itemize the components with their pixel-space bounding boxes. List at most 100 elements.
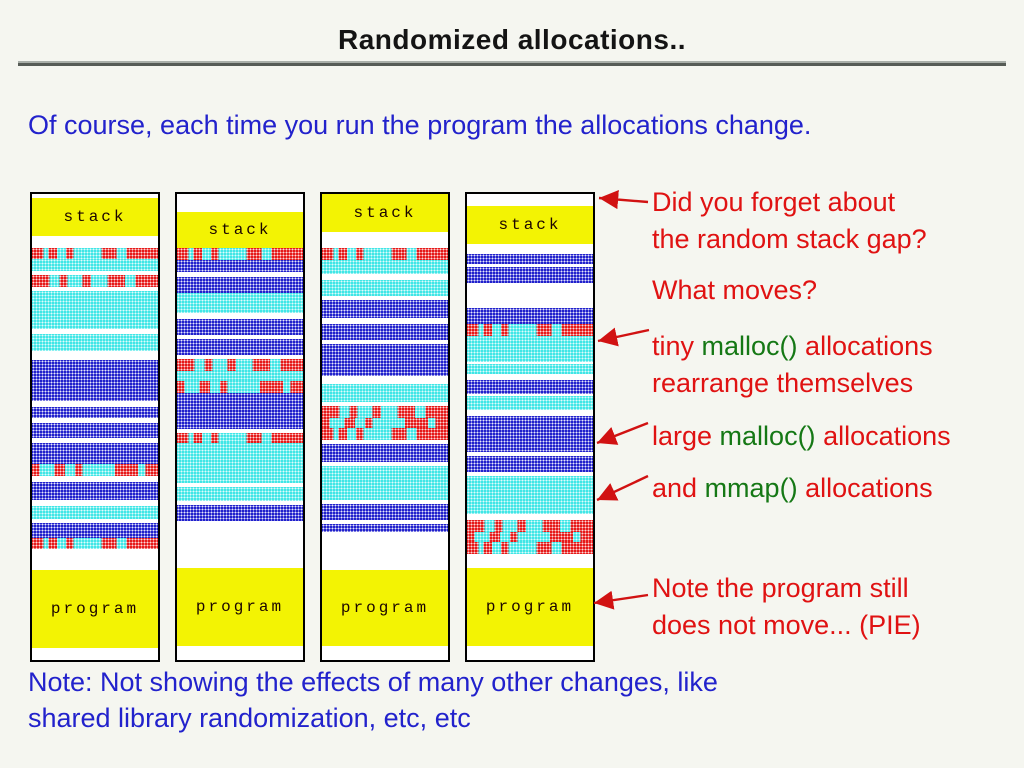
- band-gap: [322, 274, 448, 280]
- annotation-line: and mmap() allocations: [652, 470, 933, 507]
- large-malloc-arrow: [596, 421, 649, 445]
- band-tiny2: [32, 275, 158, 287]
- annotation-mmap: and mmap() allocations: [652, 470, 933, 507]
- band-navy: [322, 344, 448, 376]
- band-gap: [322, 440, 448, 444]
- program-label: program: [485, 598, 575, 616]
- band-navy: [467, 254, 593, 264]
- band-cyan: [177, 443, 303, 483]
- band-gap: [177, 313, 303, 319]
- annotation-line: tiny malloc() allocations: [652, 328, 933, 365]
- annotation-line: the random stack gap?: [652, 221, 927, 258]
- annotation-large-malloc: large malloc() allocations: [652, 418, 951, 455]
- band-gap: [322, 340, 448, 344]
- band-program: program: [322, 570, 448, 646]
- band-navy: [177, 319, 303, 335]
- band-cyan: [322, 260, 448, 274]
- annotation-text: allocations: [797, 331, 933, 361]
- annotation-text: malloc(): [719, 421, 816, 451]
- band-gap: [467, 362, 593, 364]
- band-cyan: [32, 334, 158, 351]
- band-tiny1: [322, 248, 448, 260]
- annotation-text: does not move... (PIE): [652, 610, 921, 640]
- band-gap: [322, 296, 448, 300]
- stack-label: stack: [498, 216, 562, 234]
- annotation-line: Note the program still: [652, 570, 921, 607]
- annotation-text: the random stack gap?: [652, 224, 927, 254]
- band-gap: [32, 329, 158, 334]
- annotation-text: tiny: [652, 331, 702, 361]
- annotation-text: rearrange themselves: [652, 368, 914, 398]
- band-gap: [177, 521, 303, 568]
- annotation-text: mmap(): [704, 473, 798, 503]
- annotation-text: and: [652, 473, 705, 503]
- band-cyan: [467, 336, 593, 362]
- band-gap: [177, 355, 303, 359]
- band-gap: [177, 335, 303, 339]
- band-navy: [322, 324, 448, 340]
- memory-column-run-4: stack program: [465, 192, 595, 662]
- title-underline: [18, 61, 1006, 66]
- band-gap: [467, 244, 593, 254]
- footnote-line2: shared library randomization, etc, etc: [28, 703, 471, 733]
- band-cyan: [322, 384, 448, 402]
- tiny-malloc-arrow: [597, 327, 650, 347]
- band-tiny2: [177, 359, 303, 371]
- band-tiny1: [177, 433, 303, 443]
- band-navy: [322, 504, 448, 520]
- stack-gap-arrow: [598, 189, 649, 210]
- program-label: program: [340, 599, 430, 617]
- band-gap: [177, 194, 303, 212]
- band-navy: [322, 444, 448, 462]
- band-navy: [177, 339, 303, 355]
- band-gap: [467, 646, 593, 656]
- program-arrow: [593, 590, 649, 610]
- program-label: program: [195, 598, 285, 616]
- band-gap: [467, 374, 593, 380]
- band-gap: [32, 418, 158, 423]
- band-tiny1: [322, 428, 448, 440]
- band-gap: [32, 271, 158, 275]
- band-cyan: [32, 291, 158, 329]
- band-tiny3: [32, 464, 158, 476]
- band-stack: stack: [467, 206, 593, 244]
- band-gap: [467, 194, 593, 206]
- band-cyan: [32, 506, 158, 519]
- band-navy: [467, 456, 593, 472]
- band-navy: [32, 407, 158, 418]
- annotation-text: What moves?: [652, 275, 818, 305]
- band-navy: [467, 416, 593, 452]
- band-gap: [322, 402, 448, 406]
- annotation-text: large: [652, 421, 720, 451]
- band-tiny1: [467, 542, 593, 554]
- annotation-text: allocations: [797, 473, 933, 503]
- band-navy: [32, 360, 158, 401]
- annotation-text: Note the program still: [652, 573, 909, 603]
- band-gap: [32, 287, 158, 291]
- band-tiny3: [467, 532, 593, 542]
- band-gap: [322, 318, 448, 324]
- stack-label: stack: [63, 208, 127, 226]
- annotation-line: rearrange themselves: [652, 365, 933, 402]
- band-gap: [32, 519, 158, 523]
- band-gap: [322, 646, 448, 656]
- annotation-text: allocations: [815, 421, 951, 451]
- band-tiny3: [322, 418, 448, 428]
- band-navy: [322, 524, 448, 532]
- band-program: program: [177, 568, 303, 646]
- band-gap: [467, 514, 593, 520]
- band-gap: [322, 376, 448, 384]
- band-gap: [177, 483, 303, 487]
- band-cyan: [177, 293, 303, 313]
- band-navy: [177, 260, 303, 272]
- annotation-pie-note: Note the program still does not move... (…: [652, 570, 921, 644]
- band-cyan: [32, 259, 158, 271]
- band-cyan: [322, 280, 448, 296]
- annotation-line: What moves?: [652, 272, 817, 309]
- mmap-arrow: [596, 474, 649, 502]
- band-gap: [32, 438, 158, 443]
